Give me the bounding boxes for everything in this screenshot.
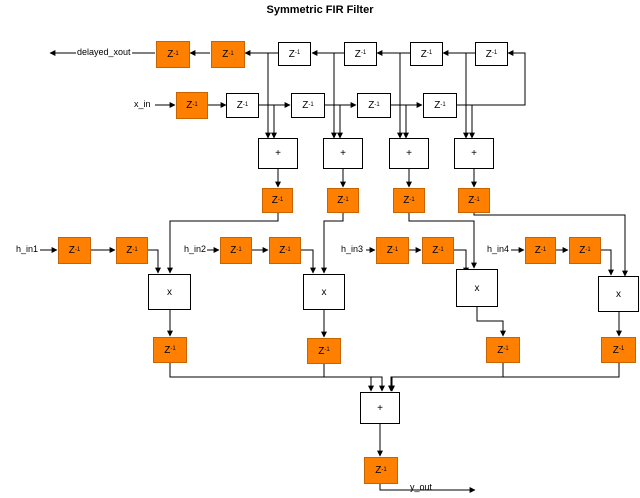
delay-top-chain-4: Z-1 — [475, 42, 508, 66]
signal-h-in1: h_in1 — [15, 244, 40, 255]
delay-reg-prod-1: Z-1 — [153, 337, 187, 363]
delay-reg-h1-1: Z-1 — [58, 237, 91, 264]
multiplier-1: x — [148, 274, 191, 310]
delay-reg-h4-2: Z-1 — [569, 237, 601, 264]
delay-symbol: Z — [302, 100, 309, 111]
delay-symbol: Z — [126, 245, 133, 256]
multiplier-4: x — [598, 276, 639, 312]
delay-reg-h3-2: Z-1 — [422, 237, 454, 264]
pre-adder-2: + — [323, 138, 363, 169]
adder-symbol: + — [471, 148, 477, 159]
delay-reg-h2-1: Z-1 — [220, 237, 252, 264]
wire-bus-2 — [323, 363, 385, 392]
signal-x-in: x_in — [133, 99, 152, 110]
diagram-title: Symmetric FIR Filter — [266, 4, 374, 16]
delay-symbol: Z — [386, 245, 393, 256]
wire-sum1-mult — [167, 212, 279, 274]
delay-symbol: Z — [279, 245, 286, 256]
delay-symbol: Z — [288, 48, 295, 60]
delay-reg-h2-2: Z-1 — [269, 237, 301, 264]
delay-reg-h1-2: Z-1 — [116, 237, 148, 264]
signal-delayed-xout: delayed_xout — [76, 47, 132, 58]
delay-top-chain-2: Z-1 — [344, 42, 377, 66]
delay-reg-sum-2: Z-1 — [327, 188, 359, 213]
wire-bus-4 — [389, 363, 620, 392]
wire-mult3-reg — [476, 307, 506, 337]
wire-bus-1 — [169, 363, 374, 392]
delay-symbol: Z — [497, 344, 504, 356]
delay-reg-prod-3: Z-1 — [486, 337, 520, 363]
delay-reg-prod-2: Z-1 — [307, 338, 341, 364]
delay-reg-top-2: Z-1 — [156, 41, 190, 68]
pre-adder-1: + — [258, 138, 298, 169]
delay-symbol: Z — [337, 195, 344, 206]
wire-h4-mult — [601, 249, 614, 276]
delay-symbol: Z — [434, 100, 441, 111]
delay-x-chain-1: Z-1 — [226, 93, 259, 118]
wire-y-out — [379, 483, 476, 493]
pre-adder-3: + — [389, 138, 429, 169]
delay-symbol: Z — [579, 245, 586, 256]
delay-symbol: Z — [354, 48, 361, 60]
multiplier-symbol: x — [167, 286, 172, 298]
adder-symbol: + — [377, 402, 383, 414]
delay-reg-prod-4: Z-1 — [601, 337, 636, 363]
delay-symbol: Z — [167, 49, 174, 60]
delay-reg-h4-1: Z-1 — [525, 237, 556, 264]
delay-symbol: Z — [222, 49, 229, 60]
wire-h3-mult — [454, 249, 469, 274]
delay-x-chain-2: Z-1 — [291, 93, 325, 118]
delay-reg-x-in: Z-1 — [176, 92, 208, 119]
delay-x-chain-3: Z-1 — [357, 93, 391, 118]
wire-h1-mult — [148, 249, 161, 274]
delay-symbol: Z — [271, 195, 278, 206]
delay-symbol: Z — [230, 245, 237, 256]
delay-symbol: Z — [318, 345, 325, 357]
delay-symbol: Z — [432, 245, 439, 256]
signal-h-in3: h_in3 — [340, 244, 365, 255]
delay-reg-output: Z-1 — [364, 457, 398, 484]
delay-symbol: Z — [375, 465, 382, 476]
adder-symbol: + — [340, 148, 346, 159]
delay-reg-sum-3: Z-1 — [393, 188, 425, 213]
delay-top-chain-1: Z-1 — [278, 42, 311, 66]
delay-symbol: Z — [534, 245, 541, 256]
delay-reg-sum-4: Z-1 — [458, 188, 490, 213]
delay-reg-sum-1: Z-1 — [262, 188, 293, 213]
signal-y-out: y_out — [410, 482, 433, 492]
delay-symbol: Z — [403, 195, 410, 206]
delay-symbol: Z — [612, 344, 619, 356]
delay-symbol: Z — [368, 100, 375, 111]
signal-h-in2: h_in2 — [183, 244, 208, 255]
delay-symbol: Z — [68, 245, 75, 256]
wire-x-feedback — [457, 50, 526, 106]
multiplier-symbol: x — [474, 282, 480, 294]
delay-symbol: Z — [485, 48, 492, 60]
delay-x-chain-4: Z-1 — [423, 93, 457, 118]
delay-symbol: Z — [468, 195, 475, 206]
wire-sum2-mult — [321, 212, 344, 274]
wire-h2-mult — [301, 249, 316, 274]
delay-top-chain-3: Z-1 — [410, 42, 443, 66]
final-adder: + — [360, 392, 400, 424]
multiplier-3: x — [456, 269, 498, 307]
wire-sum4-mult — [473, 212, 628, 277]
delay-symbol: Z — [186, 100, 193, 111]
delay-symbol: Z — [236, 100, 243, 111]
delay-reg-h3-1: Z-1 — [376, 237, 409, 264]
wire-sum3-mult — [408, 212, 477, 269]
multiplier-2: x — [303, 274, 345, 310]
adder-symbol: + — [406, 148, 412, 159]
multiplier-symbol: x — [616, 288, 621, 300]
delay-symbol: Z — [420, 48, 427, 60]
pre-adder-4: + — [454, 138, 494, 169]
delay-reg-top-1: Z-1 — [211, 41, 245, 68]
signal-h-in4: h_in4 — [486, 244, 511, 255]
delay-symbol: Z — [164, 344, 171, 356]
adder-symbol: + — [275, 148, 281, 159]
multiplier-symbol: x — [321, 286, 327, 298]
